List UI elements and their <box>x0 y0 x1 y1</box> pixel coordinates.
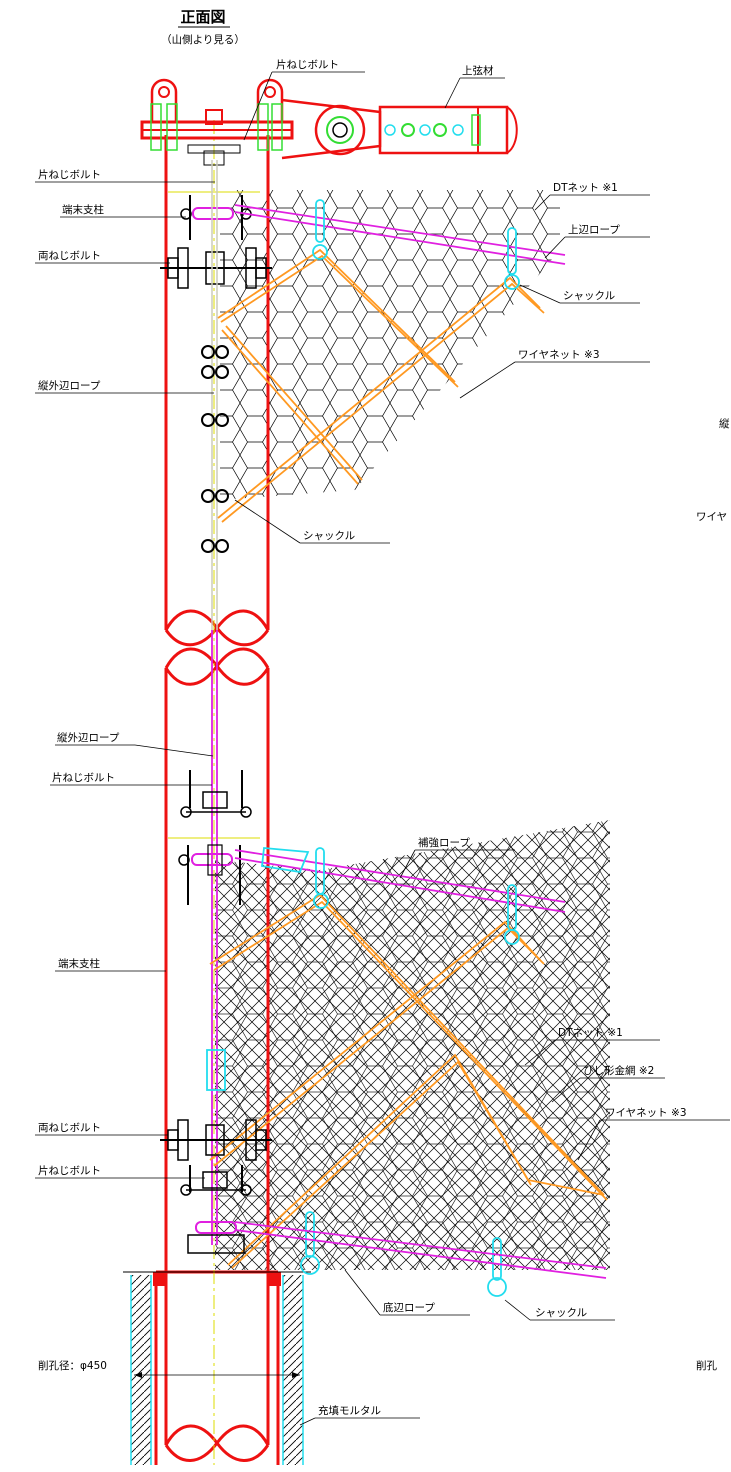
label-end-post-2: 端末支柱 <box>58 957 100 970</box>
bottom-rope-bracket <box>187 1221 245 1254</box>
label-dt-net-1: DTネット ※1 <box>553 182 618 194</box>
label-bore-diameter: 削孔径：φ450 <box>38 1359 107 1372</box>
top-cap <box>140 78 294 166</box>
label-mortar: 充填モルタル <box>318 1404 381 1417</box>
reinforce-clip <box>261 847 310 874</box>
label-katane-bolt-1: 片ねじボルト <box>38 168 101 181</box>
label-edge-1: 縦 <box>719 417 730 430</box>
label-shackle-2: シャックル <box>303 530 355 542</box>
vertical-rope-bottom <box>211 630 218 1245</box>
shackles-bottom <box>206 847 520 1297</box>
wire-net-bottom <box>209 893 608 1269</box>
double-bolt-2 <box>160 1119 272 1161</box>
bolt-bracket-2 <box>180 770 252 818</box>
bolt-bracket-3 <box>180 1165 252 1196</box>
label-vert-rope-1: 縦外辺ロープ <box>38 379 101 392</box>
label-shackle-1: シャックル <box>563 290 615 302</box>
label-vert-rope-2: 縦外辺ロープ <box>57 731 120 744</box>
page-title: 正面図 <box>180 8 225 26</box>
leader-lines <box>35 71 730 1426</box>
page-subtitle: （山側より見る） <box>161 33 245 46</box>
label-diamond-net: ひし形金網 ※2 <box>583 1064 654 1077</box>
label-wire-net-1: ワイヤネット ※3 <box>518 349 600 361</box>
reinforce-rope <box>234 849 566 913</box>
label-dt-net-2: DTネット ※1 <box>558 1027 623 1039</box>
double-bolt-1 <box>160 247 272 289</box>
label-ryone-bolt-1: 両ねじボルト <box>38 250 101 262</box>
label-wire-net-2: ワイヤネット ※3 <box>605 1107 687 1119</box>
callout-labels: 片ねじボルト 上弦材 片ねじボルト 端末支柱 両ねじボルト DTネット ※1 上… <box>38 58 730 1417</box>
rope-clamps <box>201 345 229 553</box>
label-edge-3: 削孔 <box>696 1359 717 1372</box>
label-end-post-1: 端末支柱 <box>62 203 104 216</box>
wire-net-top <box>217 248 545 523</box>
label-top-rope: 上辺ロープ <box>568 224 620 236</box>
bottom-rope <box>234 1221 607 1279</box>
label-top-bolt: 片ねじボルト <box>276 58 339 71</box>
label-bottom-rope: 底辺ロープ <box>383 1301 435 1314</box>
label-katane-bolt-2: 片ねじボルト <box>52 771 115 784</box>
label-katane-bolt-3: 片ねじボルト <box>38 1164 101 1177</box>
bore-hole <box>123 1271 311 1465</box>
top-rope <box>234 204 566 265</box>
label-edge-2: ワイヤ <box>696 511 727 523</box>
label-reinforce-rope: 補強ロープ <box>418 836 470 849</box>
label-shackle-3: シャックル <box>535 1307 587 1319</box>
label-ryone-bolt-2: 両ねじボルト <box>38 1122 101 1134</box>
label-upper-chord: 上弦材 <box>462 64 494 77</box>
shackles-top <box>312 199 520 290</box>
upper-chord <box>281 98 518 160</box>
dt-net-bottom <box>215 820 610 1270</box>
rope-bracket-2 <box>178 844 241 905</box>
